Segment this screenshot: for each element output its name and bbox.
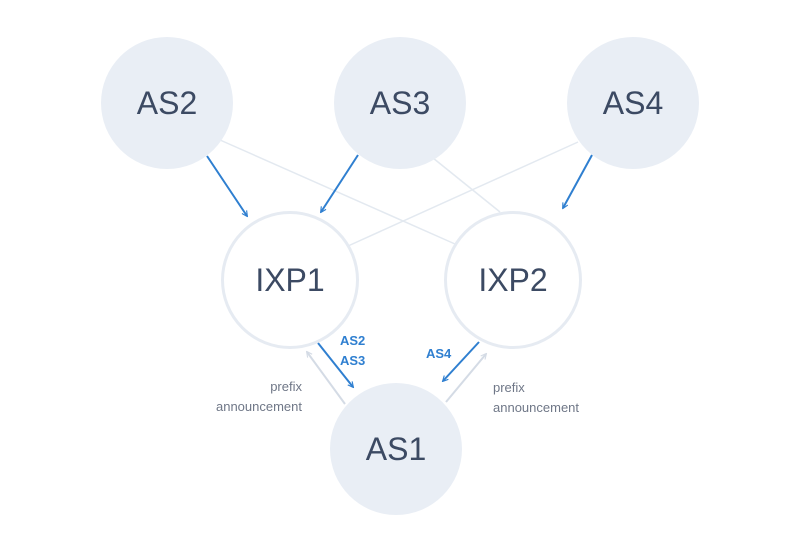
announce-arrow-as1-ixp2 bbox=[445, 354, 486, 403]
node-ixp1: IXP1 bbox=[221, 211, 359, 349]
prefix-announcement-right: prefix announcement bbox=[493, 378, 579, 418]
route-arrow-as3-ixp1 bbox=[321, 154, 359, 212]
prefix-left-line2: announcement bbox=[215, 399, 302, 414]
node-as4: AS4 bbox=[567, 37, 699, 169]
prefix-left-line1: prefix bbox=[270, 379, 302, 394]
route-arrow-ixp2-as1 bbox=[443, 341, 480, 381]
announce-arrow-as1-ixp1 bbox=[307, 352, 346, 405]
ixp1-route-as3: AS3 bbox=[340, 353, 366, 368]
node-as2: AS2 bbox=[101, 37, 233, 169]
prefix-right-line1: prefix bbox=[493, 380, 525, 395]
link-as2-ixp2 bbox=[219, 139, 456, 245]
link-as4-ixp1 bbox=[347, 141, 579, 247]
ixp2-route-label: AS4 bbox=[426, 344, 451, 364]
route-arrow-as4-ixp2 bbox=[563, 154, 593, 208]
route-arrow-ixp1-as1 bbox=[317, 342, 353, 387]
route-arrow-as2-ixp1 bbox=[206, 155, 247, 216]
node-as1: AS1 bbox=[330, 383, 462, 515]
ixp1-route-label: AS2 AS3 bbox=[340, 331, 365, 371]
node-as3: AS3 bbox=[334, 37, 466, 169]
ixp1-route-as2: AS2 bbox=[340, 333, 366, 348]
ixp2-route-as4: AS4 bbox=[426, 346, 452, 361]
prefix-announcement-left: prefix announcement bbox=[216, 377, 302, 417]
node-ixp2: IXP2 bbox=[444, 211, 582, 349]
prefix-right-line2: announcement bbox=[493, 400, 580, 415]
link-as3-ixp2 bbox=[432, 157, 501, 213]
